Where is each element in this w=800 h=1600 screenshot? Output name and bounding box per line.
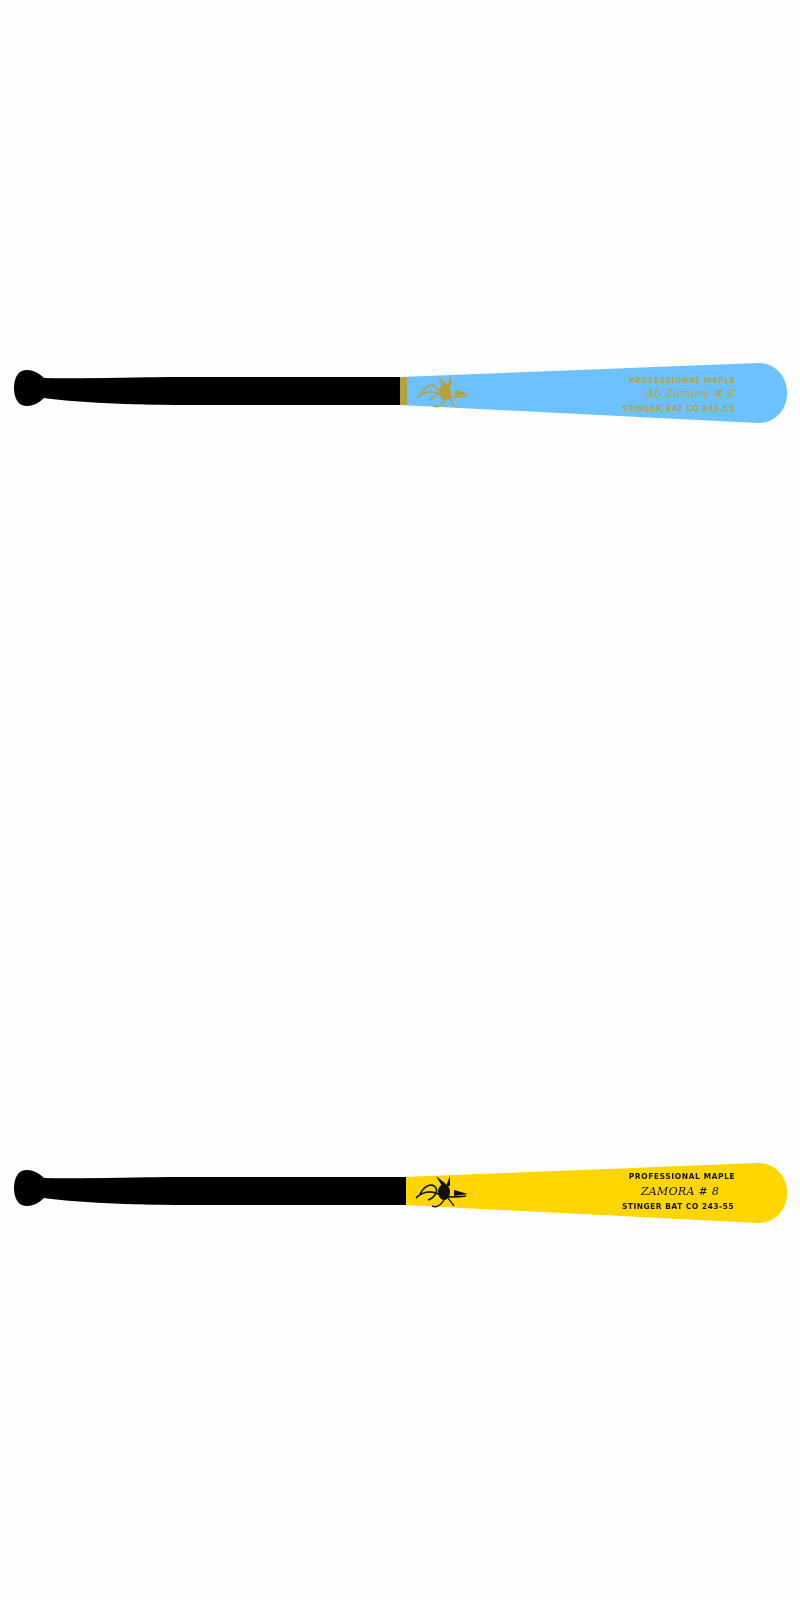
- bat-barrel: [400, 363, 787, 423]
- bat-text-player-name: ZAMORA # 8: [640, 1185, 719, 1198]
- bat-text-player-name: Ab Zamora # 8: [645, 387, 735, 400]
- bat-color-band: [402, 1177, 406, 1205]
- bat-handle: [14, 370, 400, 406]
- stinger-wasp-logo: [416, 376, 469, 408]
- stinger-wasp-logo: [415, 1176, 468, 1208]
- bat-text-line3: STINGER BAT CO 243-55: [622, 404, 734, 413]
- bat-text-line3: STINGER BAT CO 243-55: [622, 1202, 734, 1211]
- bat-color-band: [400, 377, 407, 405]
- bat-barrel: [404, 1163, 787, 1223]
- bat-preview-2: PROFESSIONAL MAPLE ZAMORA # 8 STINGER BA…: [0, 1162, 800, 1242]
- bat-text-line1: PROFESSIONAL MAPLE: [629, 1172, 735, 1181]
- bat-preview-1: PROFESSIONAL MAPLE Ab Zamora # 8 STINGER…: [0, 362, 800, 442]
- bat-handle: [14, 1170, 404, 1206]
- bat-text-line1: PROFESSIONAL MAPLE: [629, 376, 735, 385]
